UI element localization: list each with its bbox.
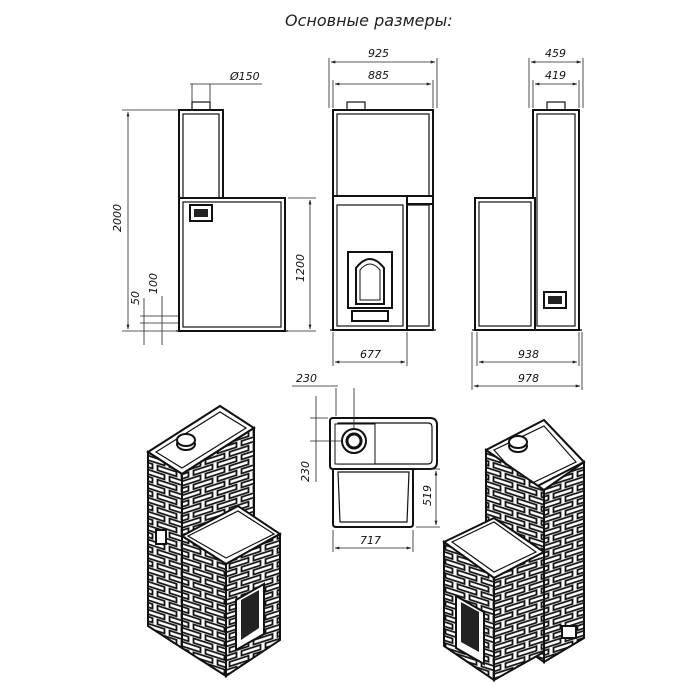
dimension-1200: 1200 — [288, 197, 316, 332]
chimney-pipe-front — [346, 101, 366, 111]
dim-677-label: 677 — [360, 348, 381, 361]
dimension-2000: 2000 — [111, 109, 178, 332]
dimension-plan-717: 717 — [332, 530, 414, 552]
dim-50-label: 50 — [129, 291, 142, 305]
dim-419-label: 419 — [545, 69, 566, 82]
dimension-plan-230-top: 230 — [292, 372, 355, 430]
dimension-diameter: Ø150 — [190, 70, 262, 102]
dim-1200-label: 1200 — [294, 254, 307, 282]
isometric-view-right — [442, 418, 586, 682]
dim-plan-717-label: 717 — [360, 534, 381, 547]
chimney-pipe — [191, 101, 211, 111]
dim-978-label: 978 — [518, 372, 539, 385]
plan-view — [329, 417, 438, 528]
dim-plan-230-top-label: 230 — [296, 372, 317, 385]
isometric-view-left — [146, 404, 282, 678]
dimension-100-50: 50 100 — [129, 273, 178, 345]
dimension-938-978: 938 978 — [471, 332, 583, 390]
dim-885-label: 885 — [368, 69, 389, 82]
dim-925-label: 925 — [368, 47, 389, 60]
side-view-left — [176, 101, 288, 332]
side-view-right — [472, 101, 582, 331]
drawing-title: Основные размеры: — [285, 11, 453, 30]
dimension-459-419: 459 419 — [528, 47, 584, 108]
dimension-925-885: 925 885 — [328, 47, 438, 108]
dim-2000-label: 2000 — [111, 204, 124, 232]
dimension-plan-230-side: 230 — [299, 396, 342, 482]
ash-door — [351, 310, 389, 322]
dim-plan-519-label: 519 — [421, 485, 434, 506]
dim-100-label: 100 — [147, 273, 160, 294]
dim-plan-230-side-label: 230 — [299, 461, 312, 482]
chimney-pipe-right — [546, 101, 566, 111]
dim-459-label: 459 — [545, 47, 566, 60]
front-view — [330, 101, 436, 331]
dim-938-label: 938 — [518, 348, 539, 361]
dim-diameter-label: Ø150 — [229, 70, 260, 83]
dimension-plan-519: 519 — [416, 468, 440, 528]
dimension-677: 677 — [332, 332, 408, 366]
